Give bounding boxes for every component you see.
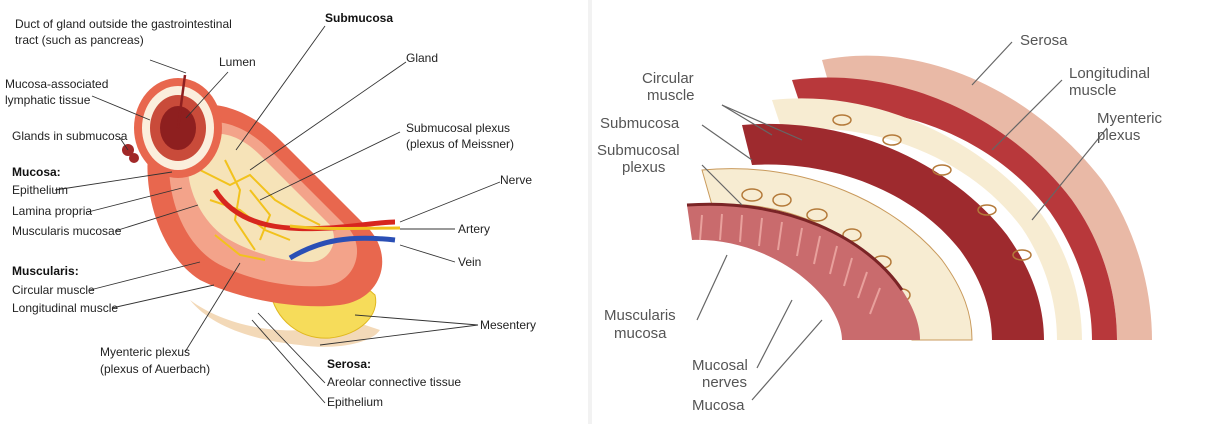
label-glands-in-submucosa: Glands in submucosa: [12, 129, 128, 143]
label-submucosal-line2: plexus: [622, 159, 665, 176]
label-submucosal-plexus-line1: Submucosal plexus: [406, 121, 510, 135]
label-malt-line1: Mucosa-associated: [5, 77, 108, 91]
label-artery: Artery: [458, 222, 490, 236]
label-longitudinal-line2: muscle: [1069, 82, 1117, 99]
label-submucosa: Submucosa: [325, 11, 393, 25]
label-muscularis-line1: Muscularis: [604, 307, 676, 324]
label-myenteric-line1: Myenteric plexus: [100, 345, 190, 359]
right-leader-lines: [696, 41, 1108, 401]
label-submucosal-line1: Submucosal: [597, 142, 680, 159]
label-duct-line1: Duct of gland outside the gastrointestin…: [15, 17, 232, 31]
label-gland: Gland: [406, 51, 438, 65]
gi-wall-layers-diagram: Duct of gland outside the gastrointestin…: [0, 0, 592, 424]
label-malt-line2: lymphatic tissue: [5, 93, 91, 107]
label-vein: Vein: [458, 255, 481, 269]
label-duct-line2: tract (such as pancreas): [15, 33, 144, 47]
label-circular-line1: Circular: [642, 70, 694, 87]
mucosal-villi: [699, 213, 881, 315]
submucosal-gland-2: [129, 153, 139, 163]
label-submucosal-plexus-line2: (plexus of Meissner): [406, 137, 514, 151]
mucosa-band: [687, 204, 920, 340]
label-myenteric-line1-right: Myenteric: [1097, 110, 1163, 127]
label-muscularis-mucosae: Muscularis mucosae: [12, 224, 122, 238]
label-serosa-epithelium: Epithelium: [327, 395, 383, 409]
label-muscularis-heading: Muscularis:: [12, 264, 79, 278]
label-myenteric-line2-right: plexus: [1097, 127, 1140, 144]
label-circular-muscle: Circular muscle: [12, 283, 95, 297]
label-mucosal-nerves-line1: Mucosal: [692, 357, 748, 374]
label-serosa-heading: Serosa:: [327, 357, 371, 371]
label-circular-line2: muscle: [647, 87, 695, 104]
label-mucosa-right: Mucosa: [692, 397, 745, 414]
label-nerve: Nerve: [500, 173, 532, 187]
label-mucosal-nerves-line2: nerves: [702, 374, 747, 391]
label-areolar: Areolar connective tissue: [327, 375, 461, 389]
label-lamina-propria: Lamina propria: [12, 204, 92, 218]
label-myenteric-line2: (plexus of Auerbach): [100, 362, 210, 376]
nerve-shape: [289, 224, 401, 230]
label-longitudinal-line1: Longitudinal: [1069, 65, 1150, 82]
panel-divider: [588, 0, 594, 424]
label-mucosa-heading: Mucosa:: [12, 165, 61, 179]
label-lumen: Lumen: [219, 55, 256, 69]
label-submucosa-right: Submucosa: [600, 115, 680, 132]
vein-shape: [288, 235, 396, 261]
myenteric-plexus-band: [772, 98, 1082, 340]
enteric-plexus-diagram: Serosa Longitudinal muscle Circular musc…: [592, 0, 1206, 424]
muscularis-mucosa-line: [686, 202, 904, 291]
left-leader-lines: [54, 25, 501, 404]
label-epithelium: Epithelium: [12, 183, 68, 197]
circular-muscle-band: [742, 123, 1044, 340]
wall-section-illustration: Serosa Longitudinal muscle Circular musc…: [597, 32, 1163, 414]
label-mesentery: Mesentery: [480, 318, 536, 332]
label-serosa: Serosa: [1020, 32, 1068, 49]
gi-tube-illustration: Duct of gland outside the gastrointestin…: [5, 11, 536, 409]
label-longitudinal-muscle: Longitudinal muscle: [12, 301, 118, 315]
label-muscularis-line2: mucosa: [614, 325, 667, 342]
duct-shape: [176, 74, 187, 129]
